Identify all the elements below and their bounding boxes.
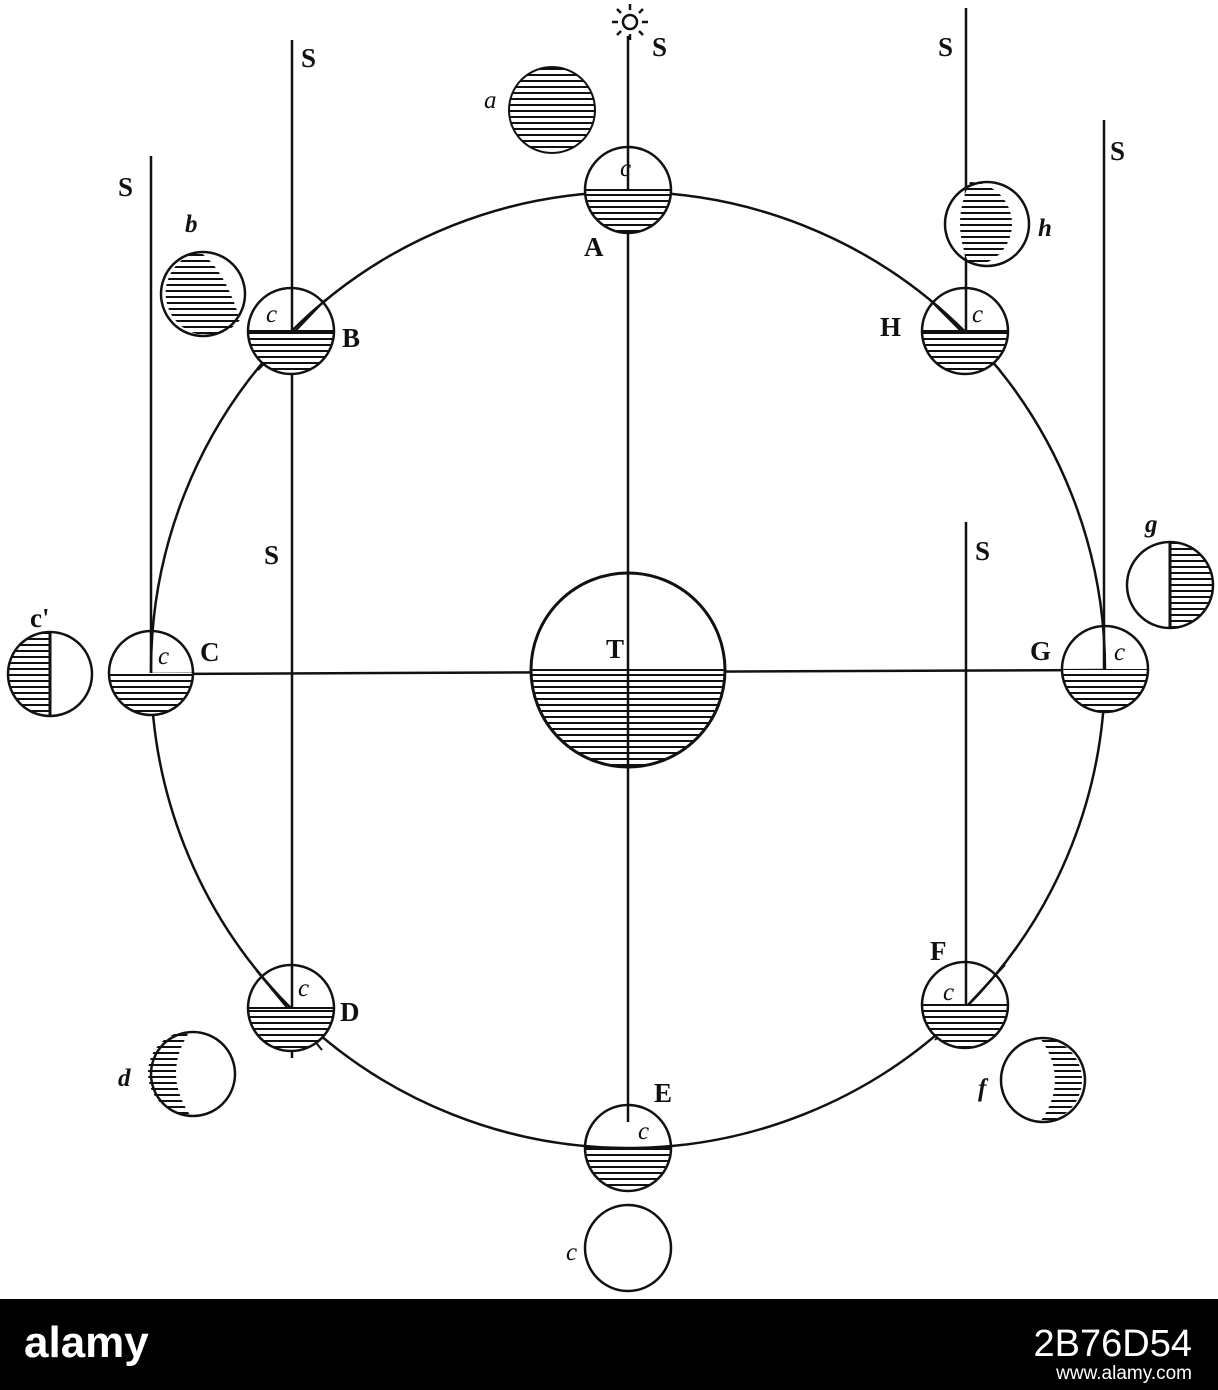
position-label-H: H — [880, 312, 901, 342]
phase-d — [148, 1030, 237, 1118]
footer-bar: alamy 2B76D54 www.alamy.com — [0, 1299, 1218, 1390]
phase-g — [1125, 540, 1215, 630]
phase-h — [943, 180, 1031, 268]
phase-label-d: d — [118, 1065, 131, 1092]
sun-label-a: S — [652, 32, 667, 62]
moon-E — [583, 1103, 673, 1193]
brand-logo: alamy — [24, 1318, 149, 1367]
moon-center-label-G: c — [1114, 639, 1125, 666]
moon-H — [920, 286, 1010, 376]
moon-center-label-H: c — [972, 301, 983, 328]
stock-image-url: www.alamy.com — [1056, 1363, 1192, 1384]
phase-f — [999, 1036, 1087, 1124]
phase-label-c-prime: c' — [30, 603, 50, 633]
phase-label-g: g — [1144, 511, 1158, 538]
moon-center-label-D: c — [298, 975, 309, 1002]
moon-C — [107, 629, 195, 717]
position-label-A: A — [584, 232, 604, 262]
position-label-E: E — [654, 1078, 672, 1108]
moon-F — [920, 960, 1010, 1050]
moon-center-label-E: c — [638, 1118, 649, 1145]
position-label-D: D — [340, 997, 360, 1027]
phase-c-new — [583, 1203, 673, 1293]
moon-G — [1060, 624, 1150, 714]
moon-center-label-F: c — [943, 979, 954, 1006]
position-label-G: G — [1030, 636, 1051, 666]
earth-label: T — [606, 634, 624, 664]
phase-b — [159, 250, 247, 338]
sun-label-c: S — [118, 172, 133, 202]
position-label-F: F — [930, 936, 947, 966]
phase-c-prime — [6, 630, 94, 718]
sun-label-d: S — [264, 540, 279, 570]
phase-label-c-new: c — [566, 1239, 577, 1266]
moon-phases-diagram: T — [6, 4, 1215, 1293]
stock-image-id: 2B76D54 — [1033, 1323, 1192, 1365]
phase-a — [508, 66, 596, 154]
sun-label-b: S — [301, 43, 316, 73]
sun-label-h: S — [938, 32, 953, 62]
svg-text:alamy: alamy — [24, 1318, 149, 1367]
phase-label-a: a — [484, 87, 497, 114]
phase-label-f: f — [978, 1075, 989, 1102]
position-label-B: B — [342, 323, 360, 353]
moon-A — [583, 145, 673, 235]
sun-icon — [612, 4, 648, 40]
position-label-C: C — [200, 637, 220, 667]
moon-center-label-B: c — [266, 301, 277, 328]
sun-label-f: S — [975, 536, 990, 566]
moon-center-label-A: c — [620, 155, 631, 182]
phase-label-b: b — [185, 211, 198, 238]
phase-label-h: h — [1038, 215, 1052, 242]
moon-center-label-C: c — [158, 643, 169, 670]
earth — [529, 571, 727, 769]
sun-label-g: S — [1110, 136, 1125, 166]
moon-D — [246, 963, 336, 1053]
moon-B — [246, 286, 336, 376]
